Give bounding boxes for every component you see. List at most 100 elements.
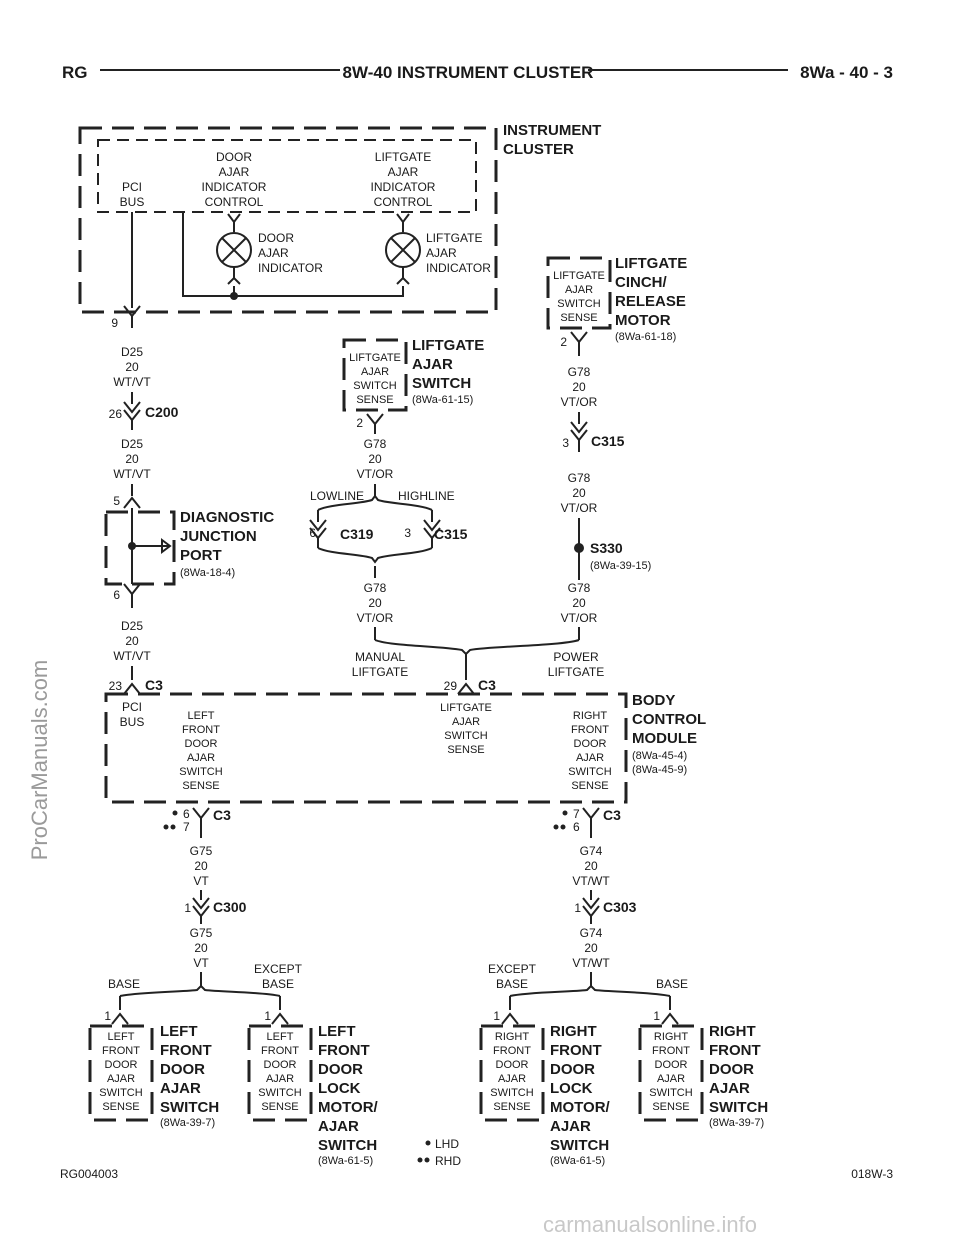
door-ctrl-2: AJAR [219,165,250,179]
c3-left-pin-lhd: 6 [183,807,190,821]
lflk-t-2: FRONT [318,1042,370,1059]
c315-mid-connector-icon [423,510,441,548]
rflk-in-1: RIGHT [495,1031,530,1043]
door-ctrl-4: CONTROL [205,195,264,209]
g75b-3: VT [193,956,209,970]
manual-liftgate-1: MANUAL [355,650,405,664]
c319-connector-icon [309,510,327,548]
bcm-pci-1: PCI [122,700,142,714]
lift-ind-1: LIFTGATE [426,231,482,245]
left-except-1: EXCEPT [254,962,303,976]
bcm-lf-2: FRONT [182,724,220,736]
lflk-in-1: LEFT [267,1031,294,1043]
d25b-1: D25 [121,437,143,451]
rflk-in-3: DOOR [496,1059,529,1071]
c200-name: C200 [145,404,179,420]
g78mid-2: 20 [368,596,382,610]
c303-connector-icon [582,890,600,924]
footer-left: RG004003 [60,1167,118,1181]
g78m-2: 20 [572,380,586,394]
g78m-3: VT/OR [561,395,598,409]
liftgate-cinch-box [546,256,612,330]
footer-right: 018W-3 [851,1167,893,1181]
rflk-t-1: RIGHT [550,1023,597,1040]
d25c-1: D25 [121,619,143,633]
cinch-title-1: LIFTGATE [615,255,687,272]
bcm-lift-2: AJAR [452,716,480,728]
instrument-cluster-box [78,126,498,314]
c315-connector-icon [570,412,588,452]
right-except-2: BASE [496,977,528,991]
lflk-t-1: LEFT [318,1023,356,1040]
c3-right-pin-lhd: 7 [573,807,580,821]
g74b-1: G74 [580,926,603,940]
door-ctrl-3: INDICATOR [202,180,267,194]
rf-lock-box [479,1024,545,1122]
bottom-watermark: carmanualsonline.info [543,1212,757,1237]
djp-title-1: DIAGNOSTIC [180,509,274,526]
door-ind-2: AJAR [258,246,289,260]
g78c-2: 20 [572,486,586,500]
lflk-ref: (8Wa-61-5) [318,1155,373,1167]
lfsw-in-4: AJAR [107,1073,135,1085]
lift-ind-3: INDICATOR [426,261,491,275]
rfsw-in-5: SWITCH [649,1087,692,1099]
rflk-t-2: FRONT [550,1042,602,1059]
g74a-2: 20 [584,859,598,873]
side-watermark: ProCarManuals.com [27,660,52,861]
lift-ind-2: AJAR [426,246,457,260]
rflk-t-5: MOTOR/ [550,1099,611,1116]
las-inner-2: AJAR [361,366,389,378]
header-left: RG [62,63,88,82]
g74a-1: G74 [580,844,603,858]
las-title-1: LIFTGATE [412,337,484,354]
g78c-1: G78 [568,471,591,485]
lowline-label: LOWLINE [310,489,364,503]
lfsw-in-6: SENSE [102,1101,139,1113]
d25a-2: 20 [125,360,139,374]
c300-connector-icon [192,890,210,924]
rfsw-ref: (8Wa-39-7) [709,1117,764,1129]
cinch-title-4: MOTOR [615,312,671,329]
c3-right-pin-rhd: 6 [573,820,580,834]
rf-switch-pin: 1 [653,1009,660,1023]
rflk-in-6: SENSE [493,1101,530,1113]
g78sw-2: 20 [368,452,382,466]
lflk-t-7: SWITCH [318,1137,377,1154]
djp-pin-6: 6 [113,588,120,602]
bcm-title-1: BODY [632,692,675,709]
liftgate-ajar-switch-box [342,338,408,412]
cluster-title-1: INSTRUMENT [503,122,601,139]
c200-connector-icon [123,392,141,430]
c300-pin: 1 [184,901,191,915]
s330-ref: (8Wa-39-15) [590,560,651,572]
rflk-t-7: SWITCH [550,1137,609,1154]
g78mid-1: G78 [364,581,387,595]
d25c-2: 20 [125,634,139,648]
c315-mid-name: C315 [434,526,468,542]
g75b-2: 20 [194,941,208,955]
d25c-3: WT/VT [113,649,151,663]
lfsw-in-3: DOOR [105,1059,138,1071]
power-liftgate-1: POWER [553,650,599,664]
lift-ctrl-1: LIFTGATE [375,150,431,164]
cluster-control-box [97,139,477,213]
c315-top-name: C315 [591,433,625,449]
bcm-box [104,692,628,804]
lfsw-ref: (8Wa-39-7) [160,1117,215,1129]
g78s-1: G78 [568,581,591,595]
bcm-title-3: MODULE [632,730,697,747]
las-inner-4: SENSE [356,394,393,406]
g74b-2: 20 [584,941,598,955]
c303-name: C303 [603,899,637,915]
lfsw-in-2: FRONT [102,1045,140,1057]
lfsw-t-4: AJAR [160,1080,201,1097]
bcm-lf-3: DOOR [185,738,218,750]
djp-pin-5: 5 [113,494,120,508]
rfsw-t-1: RIGHT [709,1023,756,1040]
c3-pci-name: C3 [145,677,163,693]
c200-pin: 26 [109,407,123,421]
header-right: 8Wa - 40 - 3 [800,63,893,82]
lfsw-t-3: DOOR [160,1061,205,1078]
